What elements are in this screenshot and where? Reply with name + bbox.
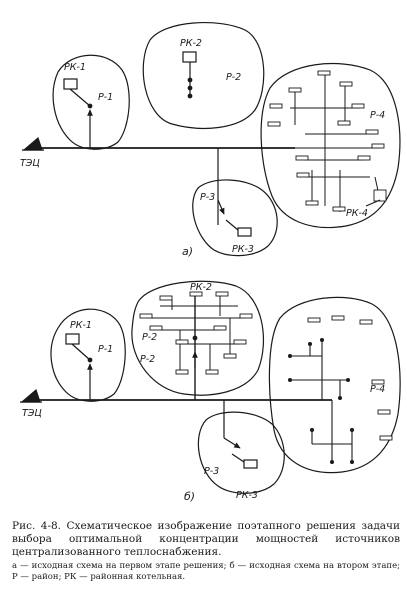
region-p4-a: [260, 62, 401, 229]
boiler-rk3-b: [243, 459, 258, 469]
label-p2b-inner: Р-2: [140, 354, 155, 365]
label-rk1-a: РК-1: [64, 62, 86, 73]
sublabel-b: б): [184, 490, 195, 503]
region-p3-a: [192, 179, 278, 257]
consumers-p2-b: [139, 291, 253, 375]
caption-main: Рис. 4-8. Схематическое изображение поэт…: [12, 520, 400, 558]
network-p4-a: [290, 75, 381, 212]
consumers-p4-b: [307, 315, 393, 441]
diagram-a: [22, 22, 401, 257]
label-p1-a: Р-1: [98, 92, 113, 103]
label-p2-b: Р-2: [142, 332, 157, 343]
region-p3-b: [197, 411, 285, 494]
sublabel-a: а): [182, 245, 193, 258]
labels-b: ТЭЦ РК-1 Р-1 РК-2 Р-2 Р-2 Р-3 РК-3 Р-4 б…: [22, 282, 385, 503]
label-rk2-a: РК-2: [180, 38, 202, 49]
label-rk1-b: РК-1: [70, 320, 92, 331]
label-rk3-a: РК-3: [232, 244, 254, 255]
region-p2-a: [142, 22, 265, 129]
region-p1-a: [52, 54, 130, 150]
boiler-rk3-a: [237, 227, 252, 237]
tec-symbol-a: [22, 136, 44, 151]
label-p2-a: Р-2: [226, 72, 241, 83]
label-p1-b: Р-1: [98, 344, 113, 355]
nodes-p4-b: [288, 338, 354, 464]
diagram-canvas: ТЭЦ РК-1 Р-1 РК-2 Р-2 Р-3 РК-3 Р-4 РК-4 …: [20, 22, 401, 503]
label-p4-a: Р-4: [370, 110, 385, 121]
label-rk3-b: РК-3: [236, 490, 258, 501]
figure-caption: Рис. 4-8. Схематическое изображение поэт…: [12, 520, 400, 583]
consumers-p4-a: [267, 70, 387, 212]
boiler-rk2-a: [182, 51, 197, 63]
network-p2-b: [146, 294, 246, 400]
labels-a: ТЭЦ РК-1 Р-1 РК-2 Р-2 Р-3 РК-3 Р-4 РК-4 …: [20, 38, 385, 258]
tec-symbol-b: [20, 388, 42, 403]
region-p4-b: [268, 296, 401, 474]
label-p4-b: Р-4: [370, 384, 385, 395]
region-p1-b: [50, 308, 126, 402]
label-p3-b: Р-3: [204, 466, 219, 477]
diagram-b: [20, 280, 401, 494]
label-rk2-b: РК-2: [190, 282, 212, 293]
caption-legend: а — исходная схема на первом этапе решен…: [12, 561, 400, 582]
label-rk4-a: РК-4: [346, 208, 368, 219]
region-p2-b: [131, 280, 264, 396]
network-p4-b: [290, 340, 353, 462]
boiler-rk1-b: [65, 333, 80, 345]
label-tec-b: ТЭЦ: [22, 408, 42, 419]
boiler-rk1-a: [63, 78, 78, 90]
label-tec-a: ТЭЦ: [20, 158, 40, 169]
label-p3-a: Р-3: [200, 192, 215, 203]
